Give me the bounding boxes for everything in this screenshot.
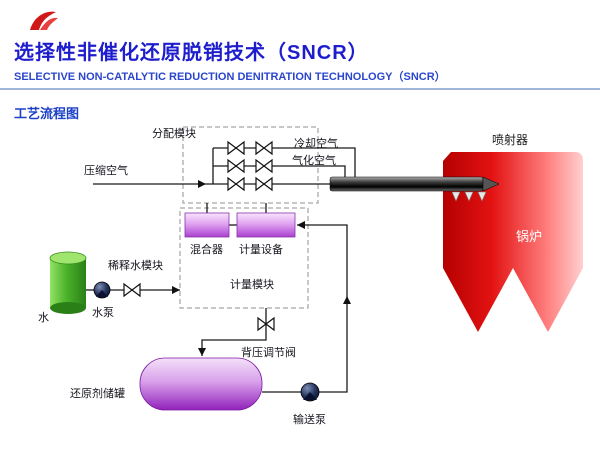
label-distribution-module: 分配模块 bbox=[152, 128, 196, 140]
header-divider bbox=[0, 88, 600, 90]
mixer-box bbox=[184, 212, 230, 238]
valve-icon bbox=[227, 141, 245, 155]
metering-module-box bbox=[179, 207, 309, 309]
valve-icon bbox=[227, 159, 245, 173]
water-valve-icon bbox=[123, 283, 141, 297]
valve-icon bbox=[255, 141, 273, 155]
label-transfer-pump: 输送泵 bbox=[293, 414, 326, 426]
section-label: 工艺流程图 bbox=[14, 106, 80, 121]
label-water-pump: 水泵 bbox=[92, 307, 114, 319]
nozzle-icons bbox=[451, 191, 487, 202]
valve-icon bbox=[227, 177, 245, 191]
reagent-tank-shape bbox=[139, 357, 263, 411]
label-atomizing-air: 气化空气 bbox=[292, 155, 336, 167]
water-pump-icon bbox=[93, 281, 111, 299]
injector-assembly bbox=[329, 176, 500, 202]
water-tank-cylinder bbox=[49, 251, 87, 314]
flow-arrows bbox=[172, 180, 351, 356]
label-metering-module: 计量模块 bbox=[230, 279, 274, 291]
boiler-shape bbox=[443, 152, 583, 332]
label-injector: 喷射器 bbox=[492, 133, 529, 147]
valve-icon bbox=[255, 177, 273, 191]
label-reagent-storage-tank: 还原剂储罐 bbox=[70, 388, 125, 400]
label-back-pressure-valve: 背压调节阀 bbox=[241, 347, 296, 359]
label-dilution-water-module: 稀释水模块 bbox=[108, 260, 163, 272]
company-logo bbox=[26, 6, 60, 34]
transfer-pump-icon bbox=[300, 382, 320, 402]
label-cooling-air: 冷却空气 bbox=[294, 138, 338, 150]
page-title: 选择性非催化还原脱销技术（SNCR） bbox=[14, 42, 369, 64]
label-metering-equipment: 计量设备 bbox=[239, 244, 283, 256]
label-mixer: 混合器 bbox=[190, 244, 223, 256]
metering-equipment-box bbox=[236, 212, 296, 238]
label-water: 水 bbox=[38, 312, 49, 324]
page-subtitle: SELECTIVE NON-CATALYTIC REDUCTION DENITR… bbox=[14, 71, 446, 83]
logo-mark-icon bbox=[30, 11, 58, 30]
valve-icon bbox=[255, 159, 273, 173]
distribution-module-box bbox=[182, 126, 319, 204]
label-compressed-air: 压缩空气 bbox=[84, 165, 128, 177]
label-boiler: 锅炉 bbox=[516, 229, 543, 244]
